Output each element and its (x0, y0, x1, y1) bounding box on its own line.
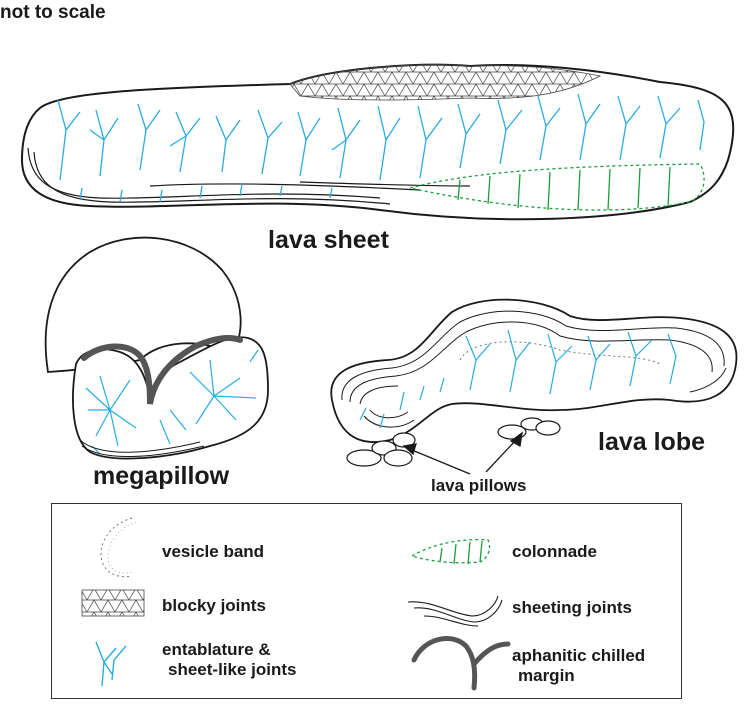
lava-lobe-figure (330, 298, 738, 443)
colonnade-columns-sheet (457, 166, 671, 211)
megapillow-figure (44, 236, 269, 460)
lava-pillows-label: lava pillows (431, 476, 527, 495)
lava-sheet-figure (20, 63, 735, 221)
blocky-joints-zone (289, 64, 602, 101)
lava-pillows-cluster (346, 417, 561, 467)
megapillow-lower-body (72, 336, 269, 460)
entablature-icon (95, 641, 127, 687)
sheeting-joints-icon (407, 595, 503, 627)
megapillow-chilled-margin (81, 335, 243, 405)
not-to-scale-note: not to scale (0, 2, 106, 23)
legend-sheeting-joints: sheeting joints (512, 598, 632, 617)
blocky-joints-icon (81, 589, 145, 617)
lava-lobe-outline (330, 298, 738, 443)
sheeting-joints-sheet (27, 147, 471, 205)
chilled-margin-icon (411, 636, 511, 691)
legend-symbols (81, 517, 511, 691)
legend-colonnade: colonnade (512, 542, 598, 561)
legend-entablature-line1: entablature & (162, 640, 271, 659)
sheeting-joints-megapillow (79, 439, 205, 457)
entablature-joints-lobe (359, 329, 677, 429)
legend-chilled-line1: aphanitic chilled (512, 646, 646, 665)
legend-vesicle-band: vesicle band (162, 542, 265, 561)
lava-pillows-arrows (402, 431, 523, 475)
lava-lobe-label: lava lobe (598, 428, 705, 456)
vesicle-band-lobe (459, 341, 661, 365)
entablature-joints-sheet (57, 93, 705, 203)
legend-box: vesicle band blocky joints entablature &… (51, 503, 682, 699)
entablature-joints-megapillow (85, 349, 259, 455)
colonnade-icon (410, 538, 491, 565)
legend-entablature-line2: sheet-like joints (168, 660, 297, 679)
legend-chilled-line2: margin (518, 666, 575, 685)
legend-blocky-joints: blocky joints (162, 596, 266, 615)
megapillow-label: megapillow (93, 462, 230, 490)
vesicle-band-icon (100, 517, 133, 578)
lava-sheet-label: lava sheet (268, 226, 389, 254)
